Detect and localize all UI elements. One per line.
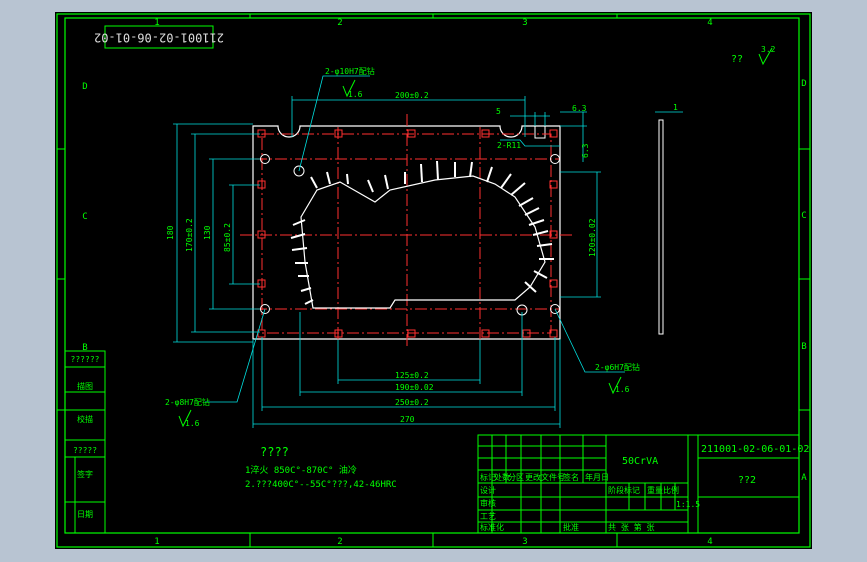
dim-notch: 5	[496, 107, 501, 116]
row-label-right-d: D	[801, 79, 806, 89]
slots	[290, 160, 554, 305]
tb-right-2: 重量	[647, 485, 663, 495]
inner-border	[64, 17, 800, 534]
tb-row-3: 工艺	[480, 512, 496, 521]
dim-top-width: 200±0.2	[395, 91, 429, 100]
dim-w250: 250±0.2	[395, 398, 429, 407]
cad-drawing: 1 2 3 4 1 2 3 4 D C B D C B A 211001-02-…	[56, 13, 811, 548]
col-label-top-1: 1	[154, 18, 159, 28]
hole-top-rough: 1.6	[348, 90, 363, 99]
tb-header-2: 处数	[494, 472, 510, 482]
dim-edge-right: 6.3	[572, 104, 587, 113]
tb-right-1: 阶段标记	[608, 485, 640, 495]
tb-material: 50CrVA	[622, 456, 658, 467]
row-label-left-d: D	[82, 82, 87, 92]
roughness-value: 3.2	[761, 45, 776, 54]
row-label-right-a: A	[801, 473, 807, 483]
col-label-bottom-1: 1	[154, 537, 159, 547]
dim-h130: 130	[203, 225, 212, 240]
plate-outline	[252, 125, 561, 340]
dim-radius: 2-R11	[497, 141, 521, 150]
rotated-number-box	[104, 25, 214, 49]
dim-h170: 170±0.2	[185, 218, 194, 252]
dimension-lines	[173, 75, 625, 428]
tb-right-3: 比例	[663, 485, 679, 495]
rotated-drawing-number: 211001-02-06-01-02	[94, 31, 224, 45]
tb-header-3: 分区	[508, 473, 524, 482]
inner-cutout	[300, 175, 546, 309]
left-strip-label-6: 日期	[77, 510, 93, 519]
roughness-symbol	[758, 47, 773, 66]
outer-border	[56, 13, 811, 548]
roughness-label: ??	[731, 54, 743, 65]
side-view-outline	[658, 119, 664, 335]
side-view: 1	[655, 103, 683, 335]
dim-w125: 125±0.2	[395, 371, 429, 380]
col-label-top-4: 4	[707, 18, 712, 28]
hole-right-rough: 1.6	[615, 385, 630, 394]
title-block	[477, 434, 800, 534]
dim-edge-right-v: 6.3	[581, 143, 590, 158]
hole-right-label: 2-φ6H7配钻	[595, 362, 640, 372]
small-holes	[257, 129, 558, 338]
hole-left-label: 2-φ8H7配钻	[165, 397, 210, 407]
dim-w190: 190±0.02	[395, 383, 434, 392]
left-strip-label-2: 描图	[77, 381, 93, 391]
row-label-right-c: C	[801, 211, 806, 221]
tb-header-4: 更改文件号	[525, 472, 565, 482]
tb-row-1: 设计	[480, 485, 496, 495]
tb-drawing-number: 211001-02-06-01-02	[701, 444, 809, 455]
hole-top-label: 2-φ10H7配钻	[325, 66, 375, 76]
row-label-left-c: C	[82, 212, 87, 222]
left-strip-label-1: ??????	[71, 355, 100, 364]
tb-ratio: 1:1.5	[676, 500, 700, 509]
tb-header-6: 年月日	[585, 472, 609, 482]
left-strip-label-5: 签字	[77, 469, 93, 479]
tb-row-2: 审核	[480, 498, 496, 508]
notes-line-2: 2.???400C°--55C°???,42-46HRC	[245, 480, 397, 490]
dim-h180: 180	[166, 225, 175, 240]
col-label-top-2: 2	[337, 18, 342, 28]
top-notch	[534, 126, 546, 139]
dim-h85: 85±0.2	[223, 223, 232, 252]
left-strip-label-4: ?????	[73, 446, 97, 455]
part-view: 200±0.2 5 6.3 6.3 2-R11 2-φ10H7配钻 1.6 2-…	[165, 66, 640, 428]
notes-title: ????	[260, 445, 289, 459]
dim-w270: 270	[400, 415, 415, 424]
roughness-ticks	[178, 79, 622, 428]
left-strip-label-3: 校描	[77, 414, 93, 424]
dim-h120: 120±0.02	[588, 218, 597, 257]
col-label-bottom-2: 2	[337, 537, 342, 547]
center-lines	[240, 114, 575, 347]
left-strip	[64, 350, 106, 534]
tb-row-5: 批准	[563, 522, 579, 532]
notes-line-1: 1淬火 850C°-870C° 油冷	[245, 464, 357, 476]
zone-ticks	[57, 14, 810, 547]
row-label-right-b: B	[801, 342, 806, 352]
tb-part-name: ??2	[738, 475, 756, 486]
tb-row-4: 标准化	[480, 522, 504, 532]
col-label-bottom-4: 4	[707, 537, 712, 547]
col-label-top-3: 3	[522, 18, 527, 28]
col-label-bottom-3: 3	[522, 537, 527, 547]
tb-header-5: 签名	[563, 472, 579, 482]
tb-header-1: 标记	[480, 472, 496, 482]
row-label-left-b: B	[82, 343, 87, 353]
side-view-thickness: 1	[673, 103, 678, 112]
tb-sheet: 共 张 第 张	[608, 522, 654, 532]
drawing-canvas: 1 2 3 4 1 2 3 4 D C B D C B A 211001-02-…	[55, 12, 812, 549]
hole-left-rough: 1.6	[185, 419, 200, 428]
